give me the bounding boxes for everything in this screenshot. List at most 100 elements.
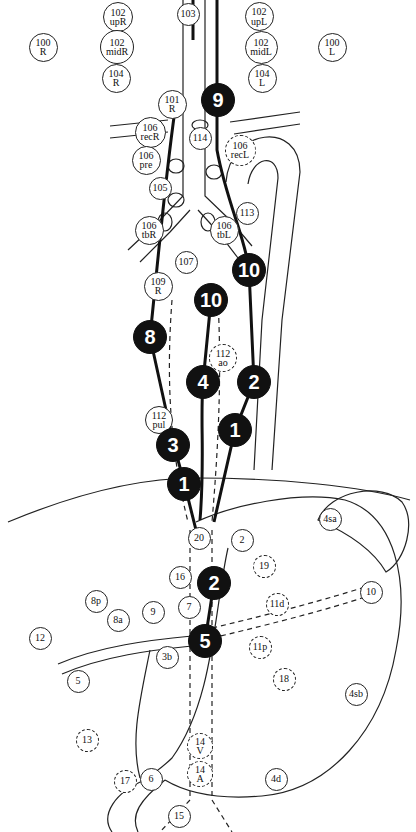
lymph-node-station: 113 [236, 202, 259, 225]
lymph-node-station: 103 [177, 3, 200, 26]
lymph-node-station: 15 [168, 805, 191, 828]
station-label: 15 [174, 811, 184, 821]
station-label: 109 R [151, 277, 166, 296]
station-label: 11p [253, 642, 268, 652]
station-number-marker: 3 [156, 428, 190, 462]
station-label: 103 [181, 9, 196, 19]
station-label: 8p [91, 596, 101, 606]
station-label: 101 R [165, 95, 180, 114]
station-number-marker: 2 [237, 365, 271, 399]
lymph-node-station: 13 [76, 729, 99, 752]
station-label: 10 [238, 260, 260, 280]
station-number-marker: 5 [188, 624, 222, 658]
station-label: 104 R [109, 69, 124, 88]
lymph-node-station: 20 [188, 527, 211, 550]
station-label: 4 [197, 372, 208, 392]
lymph-node-station: 109 R [144, 272, 173, 301]
lymph-node-station: 11p [249, 636, 272, 659]
station-label: 9 [212, 90, 223, 110]
station-label: 2 [208, 573, 219, 593]
station-label: 114 [193, 133, 208, 143]
station-label: 102 midR [106, 38, 128, 57]
station-label: 11d [270, 599, 285, 609]
station-label: 107 [179, 257, 194, 267]
station-label: 106 recR [141, 123, 160, 142]
station-label: 7 [187, 602, 192, 612]
station-label: 17 [120, 776, 130, 786]
station-label: 3b [162, 652, 172, 662]
lymph-node-station: 4sb [345, 683, 368, 706]
station-label: 112 pul [152, 411, 167, 430]
lymph-node-station: 104 R [102, 64, 131, 93]
lymph-node-station: 19 [253, 555, 276, 578]
station-label: 10 [366, 587, 376, 597]
station-number-marker: 2 [197, 566, 231, 600]
lymph-node-station: 100 R [29, 33, 58, 62]
lymph-node-station: 8a [107, 609, 130, 632]
station-label: 100 R [36, 38, 51, 57]
station-label: 106 recL [231, 141, 249, 160]
station-label: 14 V [195, 737, 205, 756]
lymph-node-station: 3b [156, 646, 179, 669]
station-number-marker: 9 [201, 83, 235, 117]
station-label: 6 [149, 774, 154, 784]
station-label: 1 [229, 420, 240, 440]
station-label: 12 [35, 633, 45, 643]
lymph-node-station: 106 tbR [135, 216, 164, 245]
lymph-node-station: 8p [85, 590, 108, 613]
lymph-node-station: 114 [189, 127, 212, 150]
lymph-node-station: 107 [175, 251, 198, 274]
station-label: 2 [248, 372, 259, 392]
lymph-node-station: 106 recL [225, 135, 256, 166]
station-label: 113 [240, 208, 255, 218]
station-label: 5 [199, 631, 210, 651]
station-label: 4sb [349, 689, 363, 699]
lymph-node-station: 18 [273, 668, 296, 691]
lymph-node-station: 100 L [318, 33, 347, 62]
lymph-node-station: 2 [231, 529, 254, 552]
station-label: 100 L [325, 38, 340, 57]
station-label: 112 ao [216, 349, 231, 368]
station-number-marker: 1 [218, 413, 252, 447]
station-number-marker: 10 [232, 253, 266, 287]
lymph-node-station: 17 [114, 770, 137, 793]
lymph-node-station: 6 [140, 768, 163, 791]
lymph-node-station: 5 [67, 670, 90, 693]
station-number-marker: 4 [186, 365, 220, 399]
lymph-node-station: 10 [360, 581, 383, 604]
station-label: 3 [167, 435, 178, 455]
lymph-node-station: 102 upR [103, 2, 133, 32]
station-label: 102 upL [251, 7, 267, 26]
station-label: 102 midL [250, 38, 272, 57]
lymph-node-station: 12 [29, 627, 52, 650]
station-label: 4sa [323, 514, 336, 524]
station-label: 8 [144, 327, 155, 347]
station-label: 102 upR [110, 8, 127, 27]
station-number-marker: 8 [133, 320, 167, 354]
station-number-marker: 10 [194, 283, 228, 317]
station-label: 19 [259, 561, 269, 571]
lymph-node-station: 9 [142, 601, 165, 624]
lymph-node-station: 16 [169, 566, 192, 589]
lymph-node-station: 101 R [158, 90, 187, 119]
lymph-node-station: 104 L [248, 64, 277, 93]
station-number-marker: 1 [167, 467, 201, 501]
lymph-node-station: 7 [178, 596, 201, 619]
station-label: 10 [200, 290, 222, 310]
station-label: 106 pre [139, 151, 154, 170]
lymph-node-station: 102 upL [245, 2, 274, 31]
lymph-node-station: 102 midR [100, 30, 134, 64]
lymph-node-station: 105 [149, 177, 172, 200]
station-label: 104 L [255, 69, 270, 88]
lymph-node-station: 106 recR [135, 117, 166, 148]
lymph-node-station: 4sa [319, 508, 342, 531]
station-label: 8a [113, 615, 122, 625]
station-label: 4d [271, 774, 281, 784]
station-label: 13 [82, 735, 92, 745]
station-label: 5 [76, 676, 81, 686]
station-label: 20 [194, 533, 204, 543]
station-label: 106 tbR [142, 221, 157, 240]
station-label: 9 [151, 607, 156, 617]
station-label: 16 [175, 572, 185, 582]
